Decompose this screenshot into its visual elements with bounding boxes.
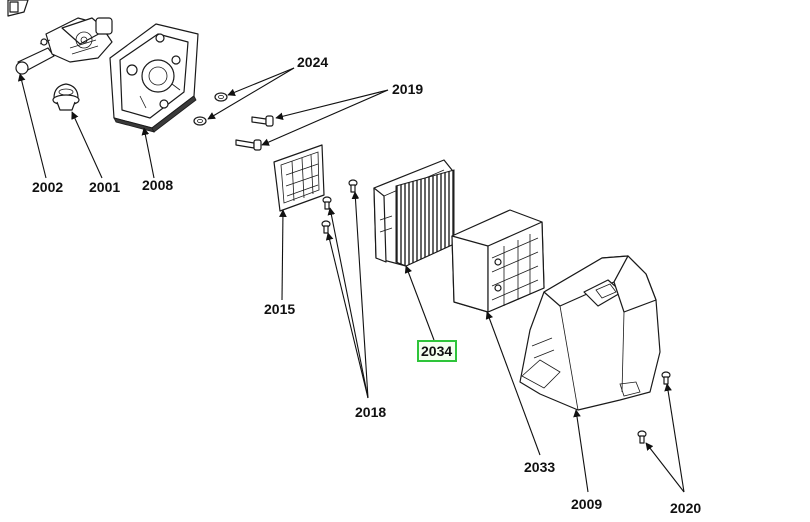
bolt-part-lower[interactable] [235, 139, 262, 151]
screw-part-a[interactable] [348, 179, 358, 193]
primer-bulb-part[interactable] [52, 83, 80, 111]
leader-2001 [71, 111, 103, 179]
bolt-part-upper[interactable] [251, 115, 274, 127]
callout-2015[interactable]: 2015 [264, 301, 295, 317]
leader-lines [17, 67, 685, 493]
filter-screen-part[interactable] [273, 144, 325, 212]
leader-2024-b [207, 67, 295, 120]
callout-2018[interactable]: 2018 [355, 404, 386, 420]
leader-2034 [404, 265, 435, 341]
foam-prefilter-part[interactable] [451, 209, 545, 313]
callout-2034[interactable]: 2034 [421, 343, 452, 359]
leader-2015 [279, 209, 287, 301]
callout-2020[interactable]: 2020 [670, 500, 701, 516]
leader-2018-b [327, 207, 369, 399]
leader-2019-a [275, 89, 389, 121]
leader-2009 [573, 409, 589, 493]
leader-2020-a [664, 383, 685, 493]
callout-2033[interactable]: 2033 [524, 459, 555, 475]
air-filter-base-part[interactable] [109, 23, 199, 133]
leader-2019-b [261, 89, 389, 146]
callout-2001[interactable]: 2001 [89, 179, 120, 195]
callout-2008[interactable]: 2008 [142, 177, 173, 193]
leader-2002 [17, 73, 47, 179]
leader-2020-b [645, 442, 685, 493]
cover-screw-part-lower[interactable] [637, 430, 647, 444]
leader-2033 [485, 311, 541, 456]
callout-2019[interactable]: 2019 [392, 81, 423, 97]
air-filter-cover-part[interactable] [519, 255, 661, 411]
washer-part-lower[interactable] [193, 116, 207, 126]
leader-2008 [141, 127, 155, 179]
washer-part-upper[interactable] [214, 92, 228, 102]
screw-part-b[interactable] [322, 196, 332, 210]
leader-2018-a [351, 191, 369, 399]
callout-2009[interactable]: 2009 [571, 496, 602, 512]
leader-2018-c [325, 232, 369, 399]
leader-2024-a [227, 67, 295, 96]
callout-2024[interactable]: 2024 [297, 54, 328, 70]
callout-2002[interactable]: 2002 [32, 179, 63, 195]
pleated-air-filter-part[interactable] [373, 159, 455, 267]
callout-2034-highlight [417, 340, 457, 362]
callout-labels: 2002 2001 2008 2024 2019 2015 2034 2018 … [32, 54, 701, 516]
cover-screw-part-upper[interactable] [661, 371, 671, 385]
screw-part-c[interactable] [321, 220, 331, 234]
carburetor-part[interactable] [7, 0, 113, 75]
